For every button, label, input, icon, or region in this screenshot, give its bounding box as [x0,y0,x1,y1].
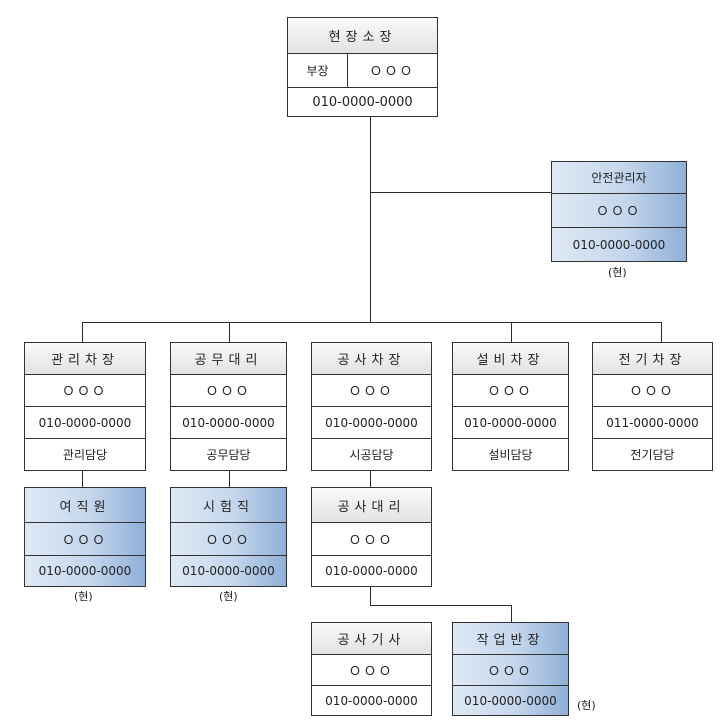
connector-line [661,322,662,342]
connector-line [370,116,371,322]
connector-line [370,587,371,605]
site-note: (현) [577,699,596,712]
phone-row: 010-0000-0000 [288,87,437,116]
clerk-box: 여직원 ＯＯＯ 010-0000-0000 [24,487,146,587]
box-title: 작업반장 [476,633,545,648]
department-box: 설비차장 ＯＯＯ 010-0000-0000 설비담당 [452,342,569,471]
duty-row: 설비담당 [453,438,568,470]
connector-line [511,322,512,342]
connector-line [82,470,83,487]
name-row: ＯＯＯ [171,374,286,406]
connector-line [82,322,83,342]
name-row: ＯＯＯ [453,374,568,406]
name-row: ＯＯＯ [25,374,145,406]
name-row: ＯＯＯ [453,654,568,685]
phone-row: 010-0000-0000 [312,685,431,715]
department-box: 관리차장 ＯＯＯ 010-0000-0000 관리담당 [24,342,146,471]
duty-row: 전기담당 [593,438,712,470]
connector-line [229,470,230,487]
box-title: 현장소장 [288,18,437,53]
box-title: 시험직 [203,499,254,515]
site-note: (현) [74,590,93,603]
name-row: ＯＯＯ [312,374,431,406]
name-row: ＯＯＯ [312,654,431,685]
name-row: ＯＯＯ [312,522,431,555]
name-cell: ＯＯＯ [369,64,415,78]
connector-line [229,322,230,342]
phone-row: 010-0000-0000 [453,685,568,715]
rank-row: 부장 ＯＯＯ [288,53,437,87]
safety-manager-box: 안전관리자 ＯＯＯ 010-0000-0000 [551,161,687,262]
phone-row: 010-0000-0000 [312,555,431,586]
site-manager-box: 현장소장 부장 ＯＯＯ 010-0000-0000 [287,17,438,117]
box-title: 공사차장 [312,343,431,374]
name-row: ＯＯＯ [25,522,145,555]
name-row: ＯＯＯ [593,374,712,406]
connector-line [511,605,512,622]
box-title: 관리차장 [25,343,145,374]
engineer-box: 공사기사 ＯＯＯ 010-0000-0000 [311,622,432,716]
phone-row: 010-0000-0000 [25,406,145,438]
site-assistant-box: 공사대리 ＯＯＯ 010-0000-0000 [311,487,432,587]
connector-line [82,322,662,323]
name-row: ＯＯＯ [552,193,686,227]
box-title: 공무대리 [171,343,286,374]
site-note: (현) [608,266,627,279]
department-box: 전기차장 ＯＯＯ 011-0000-0000 전기담당 [592,342,713,471]
connector-line [370,192,551,193]
phone-row: 010-0000-0000 [552,227,686,261]
rank-cell: 부장 [288,54,348,87]
duty-row: 공무담당 [171,438,286,470]
tester-box: 시험직 ＯＯＯ 010-0000-0000 [170,487,287,587]
box-title: 전기차장 [593,343,712,374]
phone-row: 010-0000-0000 [453,406,568,438]
phone-row: 010-0000-0000 [171,406,286,438]
phone-row: 010-0000-0000 [171,555,286,586]
box-title: 공사대리 [312,488,431,522]
department-box: 공사차장 ＯＯＯ 010-0000-0000 시공담당 [311,342,432,471]
department-box: 공무대리 ＯＯＯ 010-0000-0000 공무담당 [170,342,287,471]
box-title: 안전관리자 [591,171,647,185]
connector-line [370,470,371,487]
phone-row: 010-0000-0000 [312,406,431,438]
box-title: 설비차장 [453,343,568,374]
connector-line [370,605,511,606]
name-row: ＯＯＯ [171,522,286,555]
foreman-box: 작업반장 ＯＯＯ 010-0000-0000 [452,622,569,716]
box-title: 여직원 [59,499,111,515]
site-note: (현) [219,590,238,603]
duty-row: 관리담당 [25,438,145,470]
box-title: 공사기사 [312,623,431,654]
duty-row: 시공담당 [312,438,431,470]
phone-row: 010-0000-0000 [25,555,145,586]
phone-row: 011-0000-0000 [593,406,712,438]
